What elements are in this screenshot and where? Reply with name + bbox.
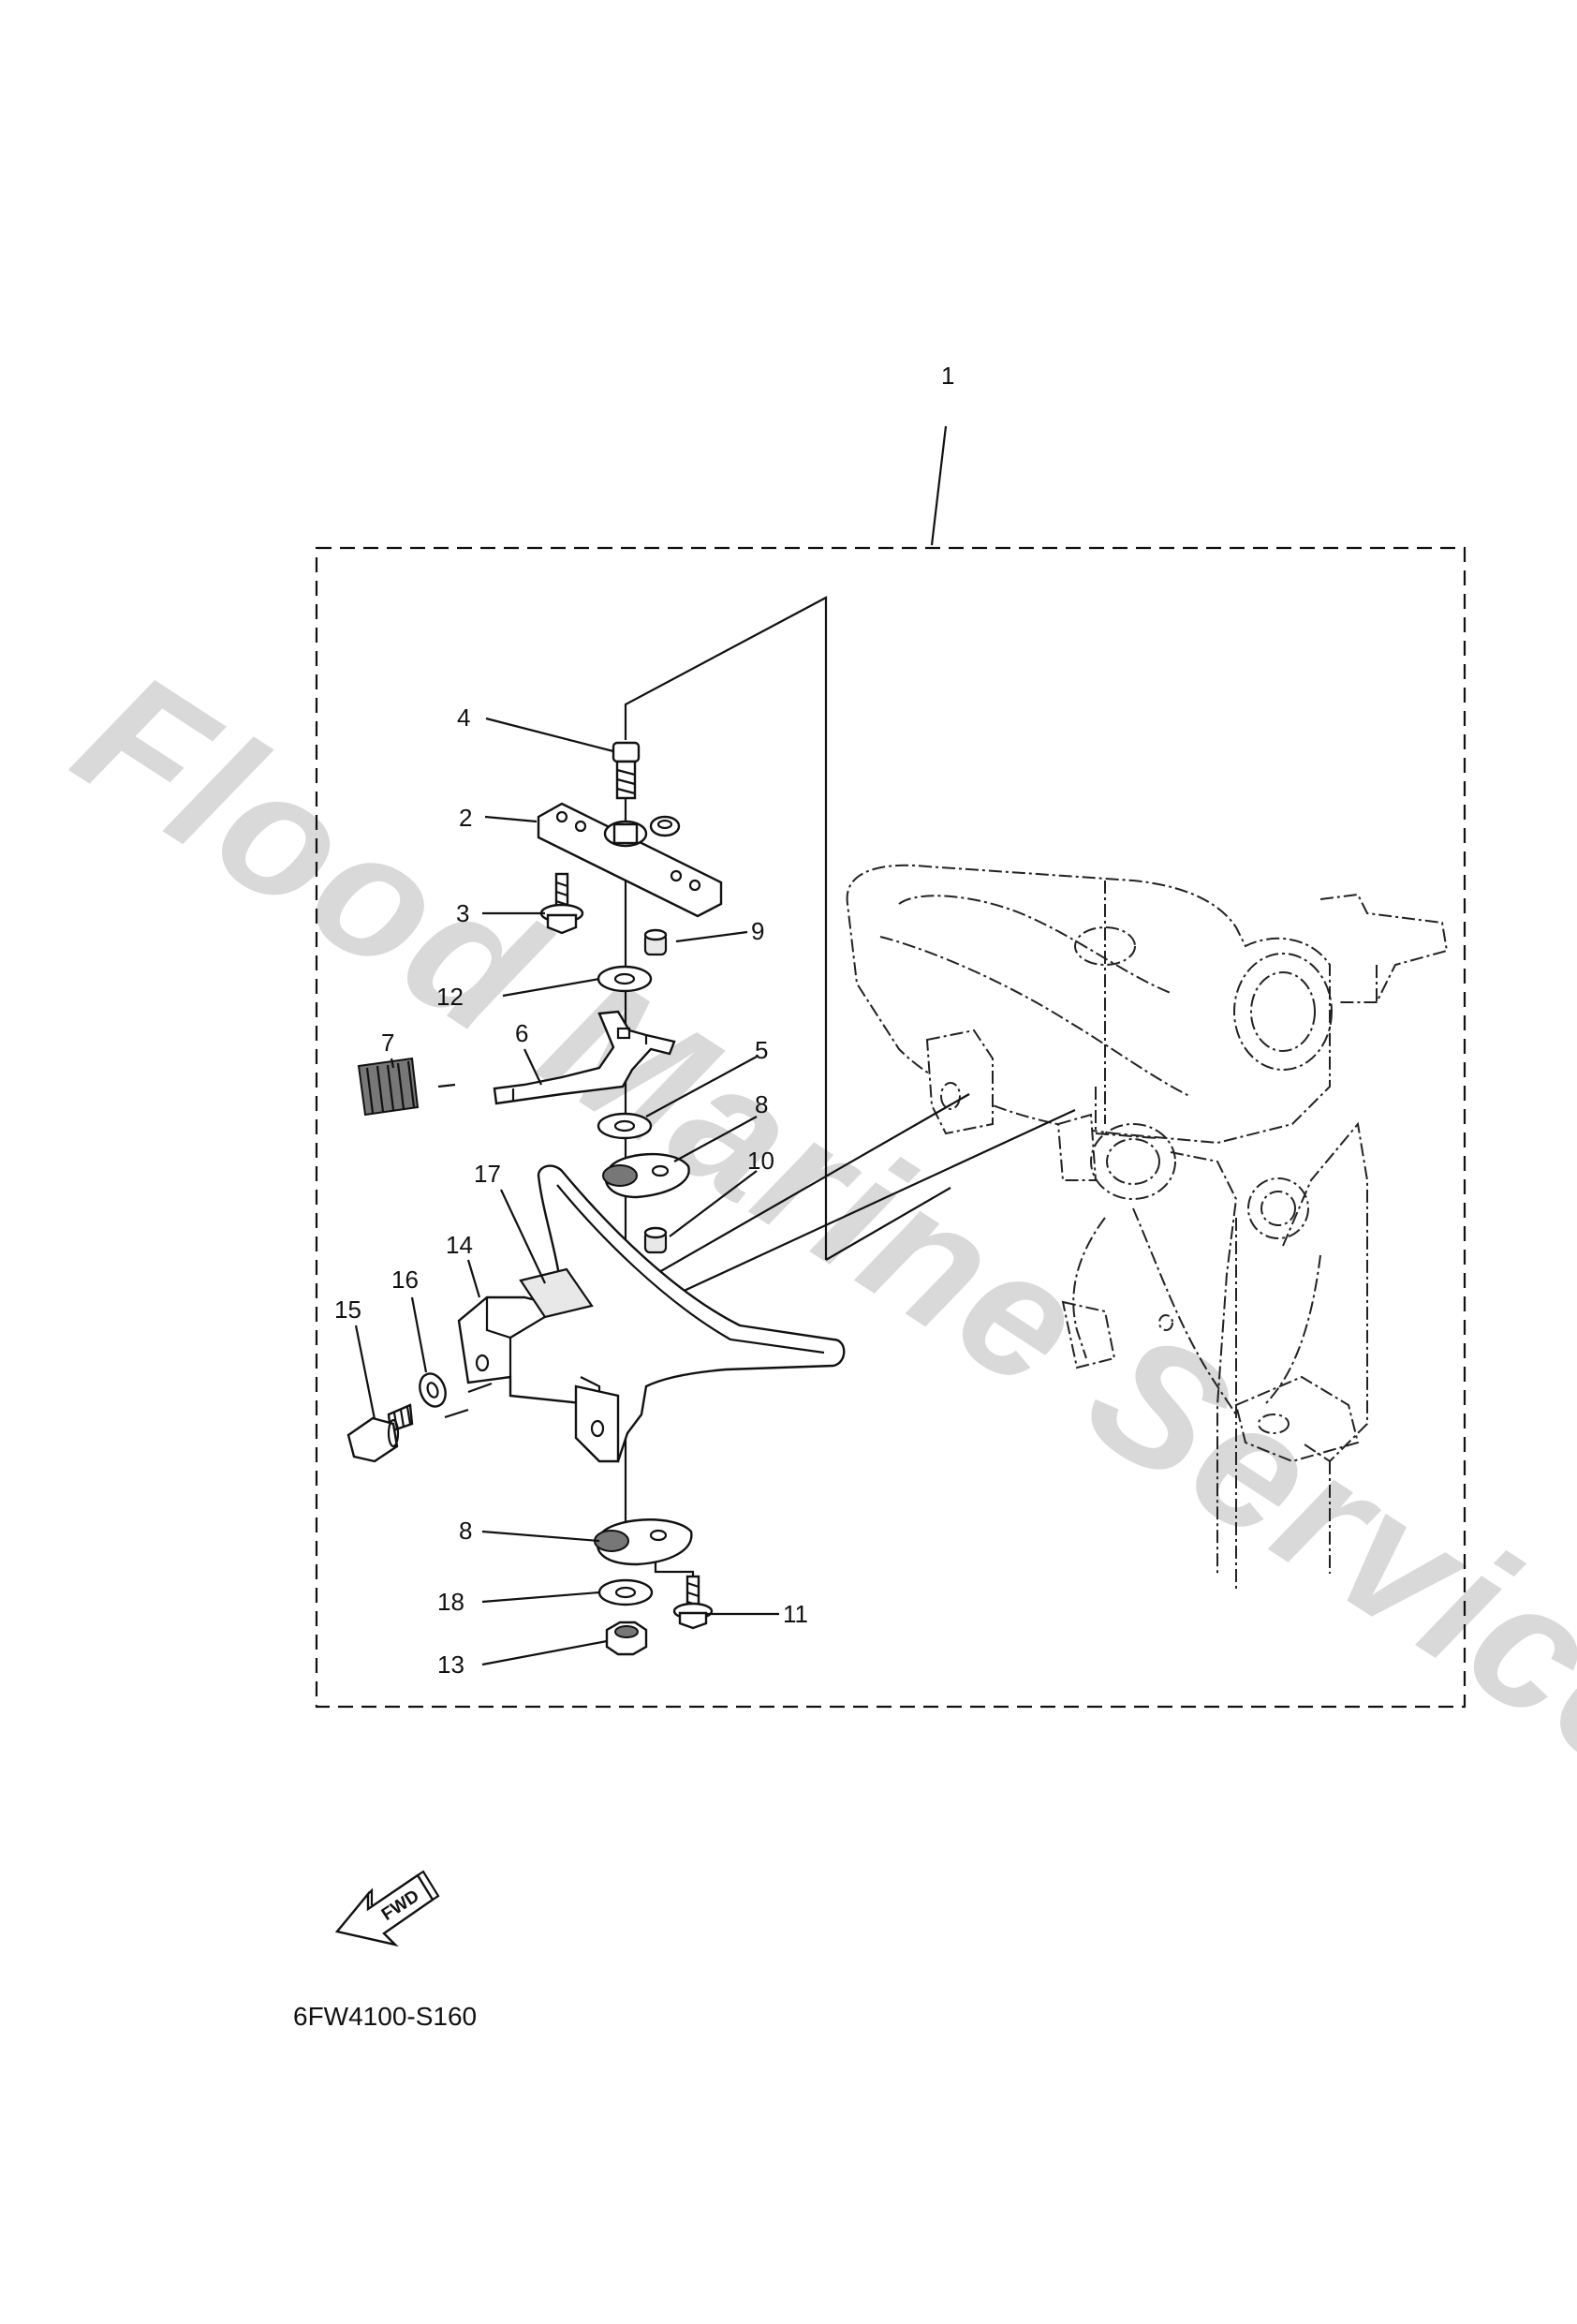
callout-7: 7: [381, 1029, 394, 1057]
callout-numbers: 1 4 2 3 9 12 6 7 5 8 10 17 14 16 15 8 18…: [334, 362, 954, 1679]
ghost-bracket-housing: [846, 864, 1449, 1592]
callout-12: 12: [436, 983, 464, 1011]
callout-4: 4: [457, 703, 470, 732]
callout-9: 9: [751, 917, 764, 945]
part-7-grip: [357, 1057, 456, 1117]
callout-leaders: [354, 717, 779, 1666]
part-18-washer: [597, 1578, 654, 1606]
part-11-flange-bolt: [672, 1575, 714, 1630]
callout-15: 15: [334, 1295, 361, 1324]
part-5-washer: [597, 1112, 653, 1140]
part-10-collar: [643, 1226, 668, 1254]
callout-11: 11: [783, 1600, 808, 1628]
callout-5: 5: [755, 1036, 768, 1064]
callout-2: 2: [459, 804, 472, 832]
diagram-code: 6FW4100-S160: [293, 2002, 477, 2031]
watermark-text: Flood Marine Services: [45, 634, 1577, 1873]
callout-1-leader: [930, 425, 948, 546]
callout-16: 16: [391, 1266, 419, 1294]
callout-14: 14: [446, 1231, 473, 1259]
callout-8a: 8: [755, 1090, 768, 1118]
part-9-collar: [643, 928, 668, 956]
callout-3: 3: [456, 899, 469, 927]
callout-8b: 8: [459, 1517, 472, 1545]
part-8-bushing-upper: [602, 1152, 690, 1199]
callout-1: 1: [941, 362, 954, 390]
part-15-bolt: [346, 1403, 414, 1463]
part-17-label: [519, 1267, 594, 1319]
assembly-boundary-box: [315, 546, 1466, 1709]
part-4-bolt: [612, 741, 641, 800]
part-6-lever: [493, 1010, 676, 1105]
callout-18: 18: [437, 1588, 464, 1616]
part-8-bushing-lower: [594, 1518, 693, 1566]
part-2-plate: [537, 802, 723, 918]
part-16-washer: [419, 1372, 447, 1408]
fwd-arrow: FWD: [334, 1870, 440, 1947]
callout-10: 10: [747, 1147, 774, 1175]
part-13-nut: [605, 1621, 648, 1656]
callout-17: 17: [474, 1160, 501, 1188]
part-12-washer: [597, 965, 653, 993]
callout-6: 6: [515, 1019, 528, 1047]
callout-13: 13: [437, 1650, 464, 1679]
part-3-flange-bolt: [539, 872, 584, 935]
